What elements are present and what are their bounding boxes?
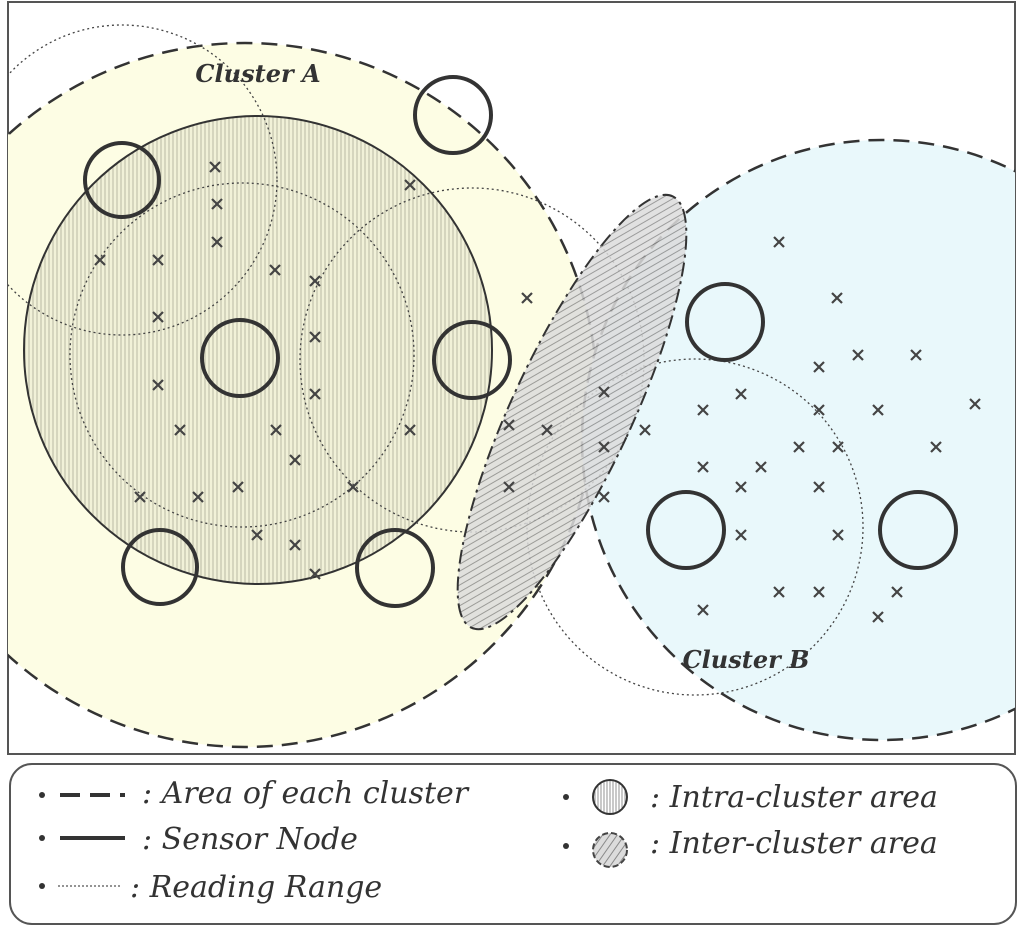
tag-marker [134, 491, 146, 503]
tag-marker [269, 264, 281, 276]
tag-marker [891, 586, 903, 598]
sensor-node [685, 282, 765, 362]
legend-inter-cluster-area: : Inter-cluster area [650, 826, 938, 861]
tag-marker [872, 611, 884, 623]
tag-marker [309, 275, 321, 287]
tag-marker [735, 388, 747, 400]
cluster-b-label: Cluster B [683, 645, 810, 674]
tag-marker [910, 349, 922, 361]
tag-marker [852, 349, 864, 361]
bullet-icon [563, 843, 569, 849]
tag-marker [697, 604, 709, 616]
tag-marker [697, 461, 709, 473]
tag-marker [232, 481, 244, 493]
sensor-node [355, 528, 435, 608]
tag-marker [94, 254, 106, 266]
tag-marker [735, 481, 747, 493]
tag-marker [872, 404, 884, 416]
reading-range [69, 182, 415, 528]
sensor-node [646, 490, 726, 570]
tag-marker [270, 424, 282, 436]
reading-range [526, 358, 864, 696]
tag-marker [251, 529, 263, 541]
legend-box [9, 763, 1017, 925]
tag-marker [813, 361, 825, 373]
tag-marker [347, 481, 359, 493]
tag-marker [192, 491, 204, 503]
tag-marker [289, 539, 301, 551]
intra-cluster-icon [592, 779, 628, 815]
tag-marker [541, 424, 553, 436]
tag-marker [404, 179, 416, 191]
reading-range [8, 24, 278, 336]
tag-marker [598, 441, 610, 453]
tag-marker [598, 491, 610, 503]
sensor-node [432, 320, 512, 400]
tag-marker [309, 388, 321, 400]
tag-marker [503, 419, 515, 431]
tag-marker [831, 292, 843, 304]
tag-marker [521, 292, 533, 304]
cluster-b-area [580, 138, 1015, 742]
sensor-node [878, 490, 958, 570]
tag-marker [174, 424, 186, 436]
sensor-nodes [83, 75, 958, 608]
intra-cluster-area [23, 115, 493, 585]
tag-marker [309, 568, 321, 580]
tag-marker [639, 424, 651, 436]
tag-marker [209, 161, 221, 173]
tag-marker [697, 404, 709, 416]
tag-marker [152, 379, 164, 391]
tag-marker [211, 236, 223, 248]
tag-marker [152, 311, 164, 323]
tag-marker [813, 586, 825, 598]
inter-cluster-area [456, 193, 688, 631]
tag-marker [289, 454, 301, 466]
tag-marker [832, 441, 844, 453]
legend-area-of-each-cluster: : Area of each cluster [142, 776, 470, 811]
tag-markers [94, 161, 981, 623]
sensor-node [413, 75, 493, 155]
sensor-node [121, 528, 199, 606]
sensor-node [200, 318, 280, 398]
tag-marker [773, 586, 785, 598]
tag-marker [832, 529, 844, 541]
sensor-node [83, 141, 161, 219]
tag-marker [309, 331, 321, 343]
tag-marker [773, 236, 785, 248]
legend-reading-range: : Reading Range [130, 870, 382, 905]
tag-marker [813, 404, 825, 416]
bullet-icon [563, 794, 569, 800]
tag-marker [503, 481, 515, 493]
tag-marker [152, 254, 164, 266]
tag-marker [930, 441, 942, 453]
tag-marker [755, 461, 767, 473]
tag-marker [598, 386, 610, 398]
legend-intra-cluster-area: : Intra-cluster area [650, 780, 938, 815]
bullet-icon [39, 835, 45, 841]
tag-marker [969, 398, 981, 410]
legend: : Area of each cluster : Sensor Node : R… [39, 776, 938, 905]
tag-marker [735, 529, 747, 541]
cluster-a-label: Cluster A [195, 59, 320, 88]
tag-marker [404, 424, 416, 436]
inter-cluster-icon [592, 832, 628, 868]
legend-sensor-node: : Sensor Node [142, 822, 358, 857]
tag-marker [211, 198, 223, 210]
tag-marker [793, 441, 805, 453]
tag-marker [813, 481, 825, 493]
bullet-icon [39, 792, 45, 798]
bullet-icon [39, 883, 45, 889]
